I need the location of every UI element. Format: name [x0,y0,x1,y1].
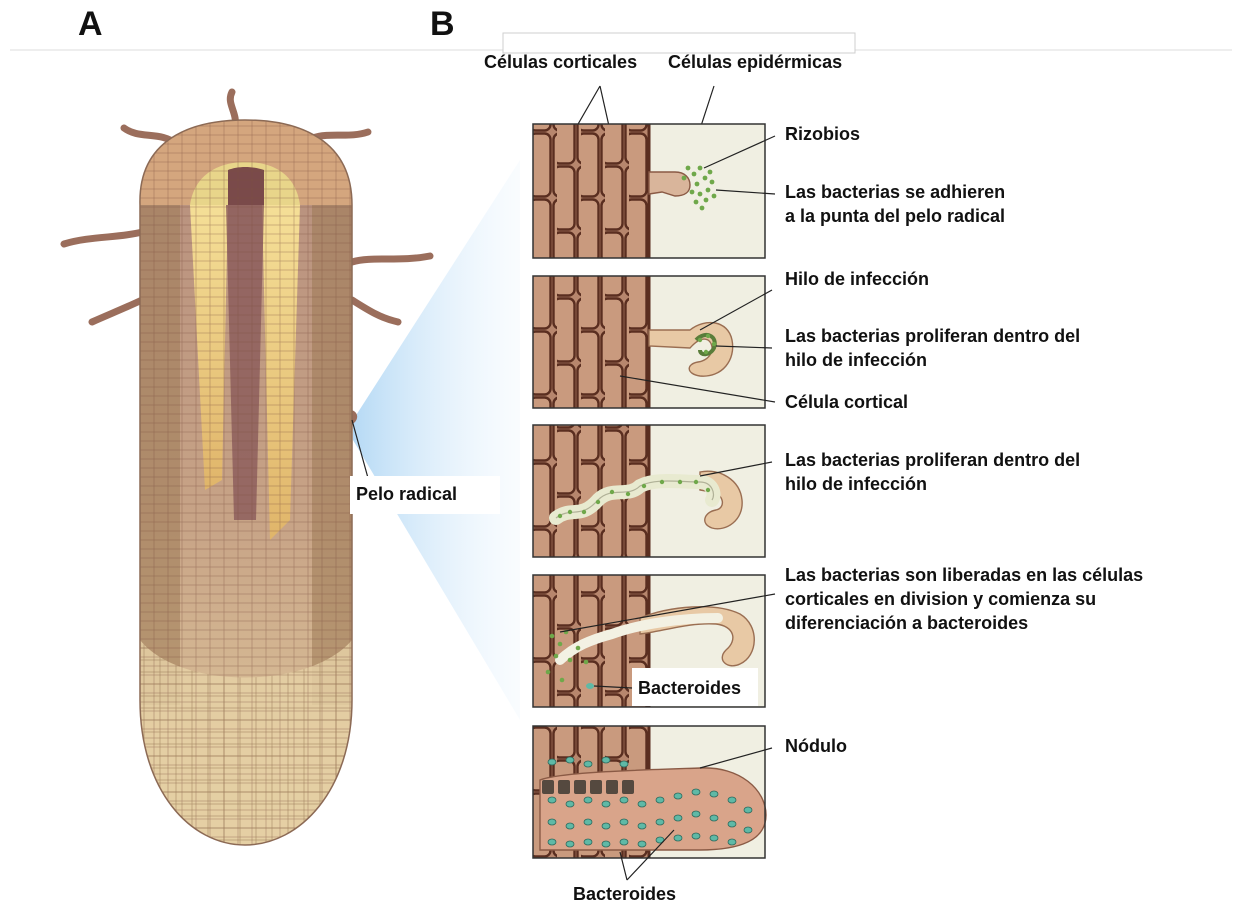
header-epidermicas: Células epidérmicas [668,52,842,72]
zoom-wedge [353,160,520,720]
header-tab [503,33,855,53]
label-celula-cortical: Célula cortical [785,392,908,412]
label-adhieren-2: a la punta del pelo radical [785,206,1005,226]
label-liberadas-2: corticales en division y comienza su [785,589,1096,609]
stage-3-box [533,425,765,557]
header-corticales: Células corticales [484,52,637,72]
stage-2-box [533,276,765,408]
label-rizobios: Rizobios [785,124,860,144]
label-adhieren-1: Las bacterias se adhieren [785,182,1005,202]
label-hilo: Hilo de infección [785,269,929,289]
label-bacteroides-box: Bacteroides [638,678,741,698]
label-proliferan-b2: hilo de infección [785,474,927,494]
label-proliferan-2: hilo de infección [785,350,927,370]
label-bacteroides-bottom: Bacteroides [573,884,676,904]
panel-b-letter: B [430,5,455,43]
stage-5-box [533,726,766,858]
label-proliferan-b1: Las bacterias proliferan dentro del [785,450,1080,470]
pelo-radical-label: Pelo radical [356,484,457,504]
label-liberadas-3: diferenciación a bacteroides [785,613,1028,633]
label-liberadas-1: Las bacterias son liberadas en las célul… [785,565,1143,585]
label-nodulo: Nódulo [785,736,847,756]
label-proliferan-1: Las bacterias proliferan dentro del [785,326,1080,346]
panel-a-letter: A [78,5,103,43]
